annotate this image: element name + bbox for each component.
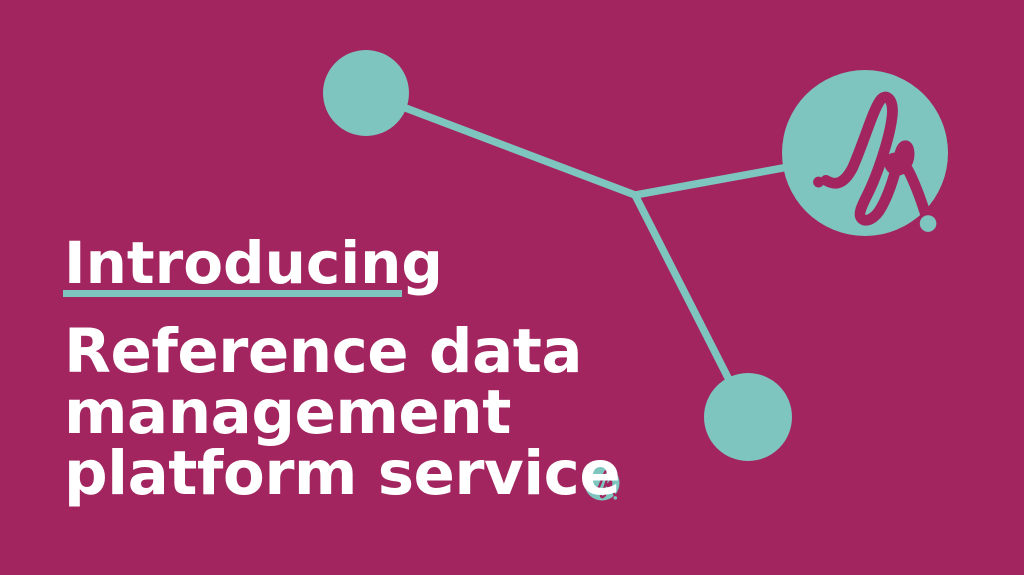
kicker-heading: Introducing bbox=[64, 229, 443, 297]
page-title: Reference data management platform servi… bbox=[64, 316, 621, 509]
title-line-1: Reference data bbox=[64, 316, 583, 387]
kicker-underline bbox=[63, 290, 402, 297]
network-node-circle bbox=[323, 50, 409, 136]
network-icon bbox=[323, 50, 869, 461]
network-edge bbox=[362, 89, 639, 199]
network-node-circle bbox=[704, 373, 792, 461]
title-line-2: management bbox=[64, 377, 511, 448]
title-line-3: platform service bbox=[64, 438, 621, 509]
